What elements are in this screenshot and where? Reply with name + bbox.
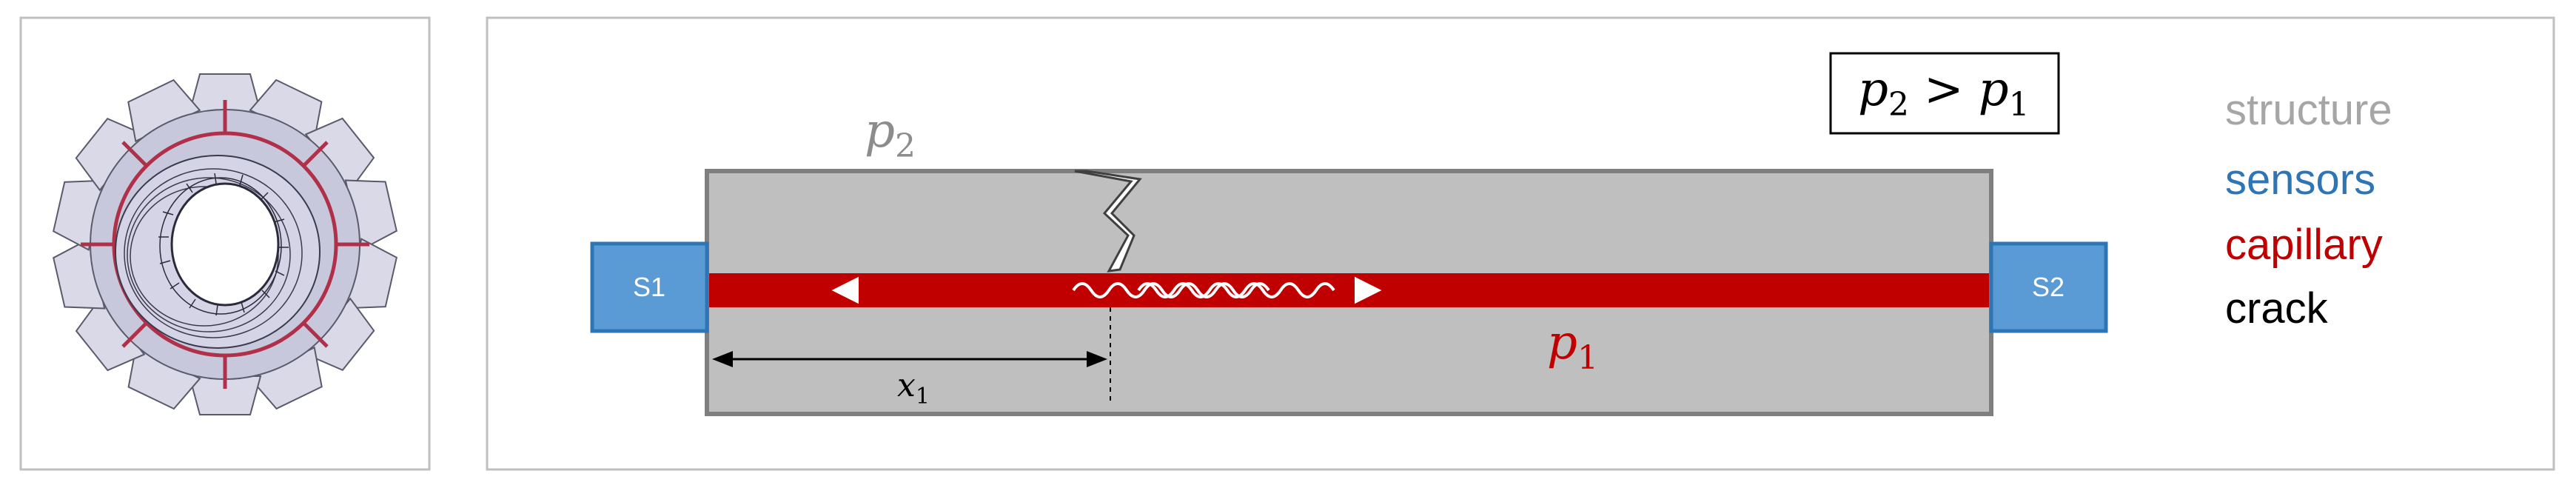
pressure-wave-left [831, 276, 1270, 304]
gear-with-capillary-icon [50, 73, 400, 415]
gear-capillary [81, 100, 369, 389]
pressure-inside-label: p1 [1547, 315, 1598, 377]
legend-capillary: capillary [2225, 221, 2383, 269]
legend-structure: structure [2225, 86, 2392, 134]
sensor-s1: S1 [590, 241, 709, 333]
sensor-s1-label: S1 [633, 272, 665, 302]
gear-bore [170, 182, 280, 307]
legend-crack: crack [2225, 284, 2329, 332]
pressure-wave-right [1137, 276, 1382, 304]
svg-text:p2>p1: p2>p1 [1858, 62, 2030, 124]
pressure-inequality-box: p2>p1 [1829, 52, 2060, 135]
distance-marker: x1 [712, 307, 1111, 410]
gear-teeth [50, 73, 400, 415]
pressure-outside-label: p2 [865, 104, 916, 165]
gear-panel [19, 16, 431, 471]
sensor-s2-label: S2 [2032, 272, 2065, 302]
beam-panel: p2 p2>p1 S1 S2 p1 [486, 16, 2555, 471]
legend: structure sensors capillary crack [2225, 86, 2392, 332]
gear-spline [158, 173, 289, 316]
distance-label: x1 [897, 367, 930, 410]
crack [1074, 170, 1142, 273]
sensor-s2: S2 [1989, 241, 2108, 333]
capillary-channel [709, 273, 1989, 307]
legend-sensors: sensors [2225, 156, 2375, 204]
